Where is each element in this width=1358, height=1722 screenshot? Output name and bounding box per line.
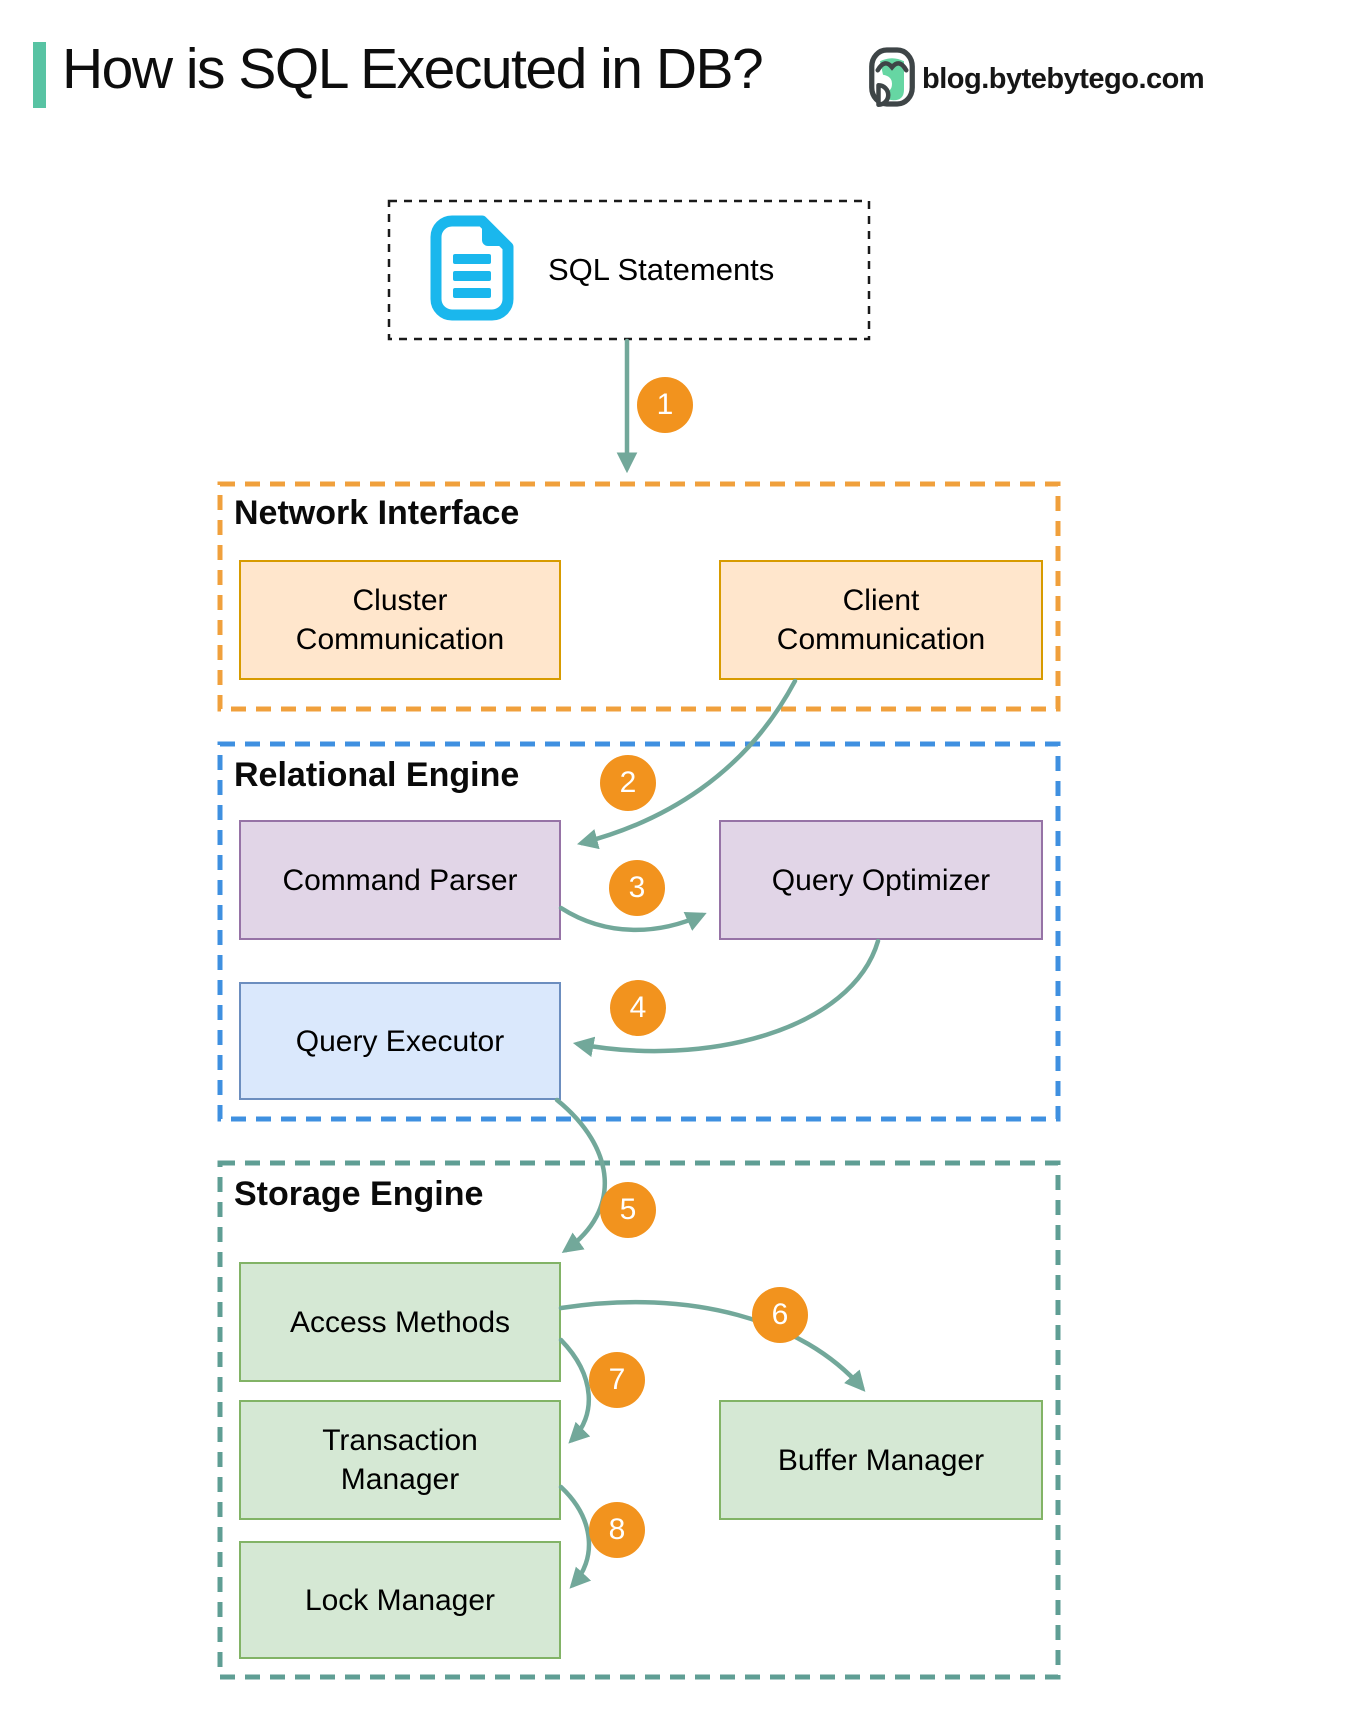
section-label-network-interface: Network Interface [234, 494, 520, 532]
step-badge-2: 2 [600, 755, 656, 811]
node-client-communication: Client Communication [719, 560, 1043, 680]
node-transaction-manager: Transaction Manager [239, 1400, 561, 1520]
step-badge-6: 6 [752, 1287, 808, 1343]
brand-url: blog.bytebytego.com [922, 63, 1205, 95]
brand: blog.bytebytego.com [868, 46, 1205, 113]
node-query-optimizer: Query Optimizer [719, 820, 1043, 940]
node-buffer-manager: Buffer Manager [719, 1400, 1043, 1520]
section-label-relational-engine: Relational Engine [234, 756, 520, 794]
arrow-8-transaction-manager-to-lock-manager [558, 1484, 592, 1589]
section-label-storage-engine: Storage Engine [234, 1175, 484, 1213]
step-badge-1: 1 [637, 377, 693, 433]
bytebytego-owl-logo-icon [868, 46, 916, 113]
step-badge-5: 5 [600, 1182, 656, 1238]
node-command-parser: Command Parser [239, 820, 561, 940]
step-badge-3: 3 [609, 860, 665, 916]
sql-statements-label: SQL Statements [548, 252, 775, 287]
node-access-methods: Access Methods [239, 1262, 561, 1382]
step-badge-8: 8 [589, 1502, 645, 1558]
step-badge-4: 4 [610, 980, 666, 1036]
arrow-7-access-methods-to-transaction-manager [558, 1337, 591, 1444]
step-badge-7: 7 [589, 1352, 645, 1408]
arrow-5-query-executor-to-access-methods [554, 1097, 608, 1254]
node-lock-manager: Lock Manager [239, 1541, 561, 1659]
document-icon [422, 214, 522, 327]
node-cluster-communication: Cluster Communication [239, 560, 561, 680]
page-title: How is SQL Executed in DB? [62, 37, 764, 101]
node-query-executor: Query Executor [239, 982, 561, 1100]
title-accent-bar [33, 42, 46, 108]
